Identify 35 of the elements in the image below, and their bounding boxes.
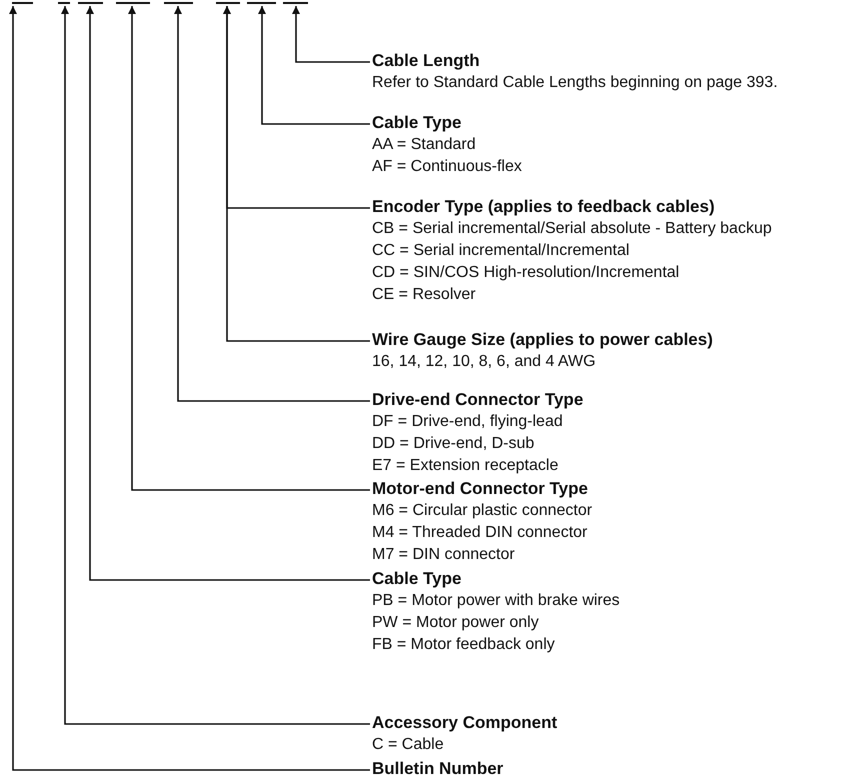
field-heading: Bulletin Number	[372, 758, 504, 780]
code-definition: DD = Drive-end, D-sub	[372, 434, 534, 454]
code-definition: CD = SIN/COS High-resolution/Incremental	[372, 263, 680, 283]
code-definition: E7 = Extension receptacle	[372, 456, 558, 476]
code-definition: CE = Resolver	[372, 285, 476, 305]
field-heading: Motor-end Connector Type	[372, 478, 588, 500]
field-heading: Cable Length	[372, 50, 480, 72]
code-definition: DF = Drive-end, flying-lead	[372, 412, 563, 432]
leader-arrow	[86, 6, 370, 581]
code-definition: CC = Serial incremental/Incremental	[372, 241, 630, 261]
code-definition: M6 = Circular plastic connector	[372, 501, 592, 521]
leader-arrow	[61, 6, 370, 725]
leader-arrow	[292, 6, 370, 63]
code-definition: C = Cable	[372, 735, 444, 755]
code-definition: PB = Motor power with brake wires	[372, 591, 620, 611]
code-definition: M4 = Threaded DIN connector	[372, 523, 588, 543]
code-definition: Refer to Standard Cable Lengths beginning on page 393.	[372, 73, 778, 93]
code-definition: FB = Motor feedback only	[372, 635, 555, 655]
code-definition: CB = Serial incremental/Serial absolute - Battery backup	[372, 219, 772, 239]
code-definition: PW = Motor power only	[372, 613, 539, 633]
leader-arrow	[223, 6, 370, 342]
field-heading: Wire Gauge Size (applies to power cables)	[372, 329, 713, 351]
code-definition: AA = Standard	[372, 135, 476, 155]
leader-arrow	[258, 6, 370, 125]
leader-arrow	[128, 6, 370, 491]
field-heading: Accessory Component	[372, 712, 558, 734]
field-heading: Drive-end Connector Type	[372, 389, 584, 411]
field-heading: Encoder Type (applies to feedback cables)	[372, 196, 715, 218]
code-definition: M7 = DIN connector	[372, 545, 515, 565]
code-definition: 16, 14, 12, 10, 8, 6, and 4 AWG	[372, 352, 596, 372]
leader-arrow	[174, 6, 370, 402]
field-heading: Cable Type	[372, 112, 462, 134]
leader-arrow	[9, 6, 370, 771]
code-definition: AF = Continuous-flex	[372, 157, 522, 177]
field-heading: Cable Type	[372, 568, 462, 590]
